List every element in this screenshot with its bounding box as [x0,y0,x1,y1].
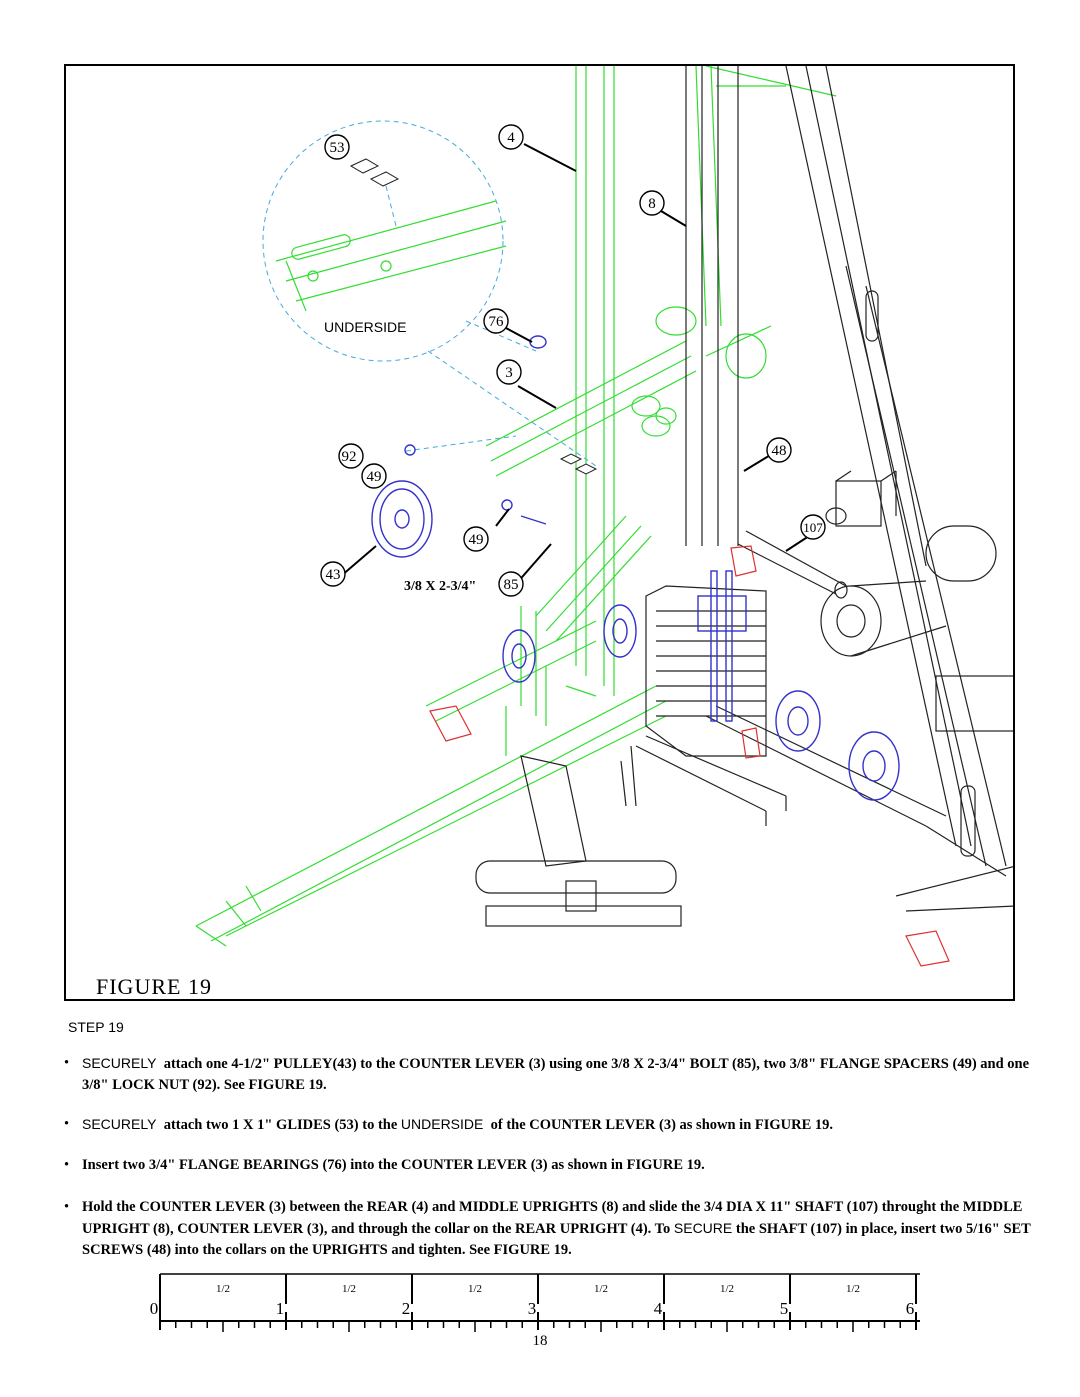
callout-43: 43 [326,567,341,583]
bullet-icon: • [64,1199,70,1215]
callout-107: 107 [803,520,823,535]
callout-53: 53 [330,140,345,156]
ruler-half-label: 1/2 [594,1283,608,1295]
instruction-3: • Insert two 3/4" FLANGE BEARINGS (76) i… [64,1155,1044,1176]
instruction-1: • SECURELY attach one 4-1/2" PULLEY(43) … [64,1053,1044,1096]
leader-lines [340,143,810,585]
underside-label: UNDERSIDE [324,319,406,335]
callout-49b: 49 [469,532,484,548]
callout-8: 8 [648,196,656,212]
underside-detail-lever [275,200,507,312]
page-number: 18 [532,1333,548,1349]
callout-92: 92 [342,449,357,465]
ruler-half-label: 1/2 [846,1283,860,1295]
instruction-2: • SECURELY attach two 1 X 1" GLIDES (53)… [64,1114,1044,1136]
callout-49a: 49 [367,469,382,485]
instruction-2-underside: UNDERSIDE [400,1116,484,1132]
underside-detail-circle [262,120,597,467]
ruler-number: 0 [150,1299,158,1318]
instruction-4-text-b: the SHAFT (107) in place, insert two 5/1… [82,1221,1031,1258]
ruler-half-label: 1/2 [468,1283,482,1295]
ruler-number: 1 [276,1299,285,1318]
assembly-drawing: 53 4 8 76 3 92 49 48 107 49 43 85 UNDERS… [195,66,1013,967]
callout-3: 3 [505,365,513,381]
instruction-2-lead: SECURELY [82,1116,157,1132]
ruler-number: 3 [528,1299,537,1318]
callout-numbers: 53 4 8 76 3 92 49 48 107 49 43 85 [326,130,824,593]
ruler-half-label: 1/2 [342,1283,356,1295]
callout-85: 85 [504,577,519,593]
floor-glides [429,545,950,967]
glide-pads [349,158,598,475]
ruler-number: 6 [906,1299,915,1318]
callout-circles [320,124,826,597]
measuring-ruler: 0 1/2 1 1/2 2 1/2 3 1/2 4 1/2 5 1/2 6 [150,1273,920,1332]
pulleys [371,335,900,801]
rear-upright-structure [475,66,1013,927]
instruction-4-text-a: Hold the COUNTER LEVER (3) between the R… [82,1199,1023,1237]
green-frame-structure [195,66,837,947]
bolt-size-label: 3/8 X 2-3/4" [404,579,476,594]
instruction-4: • Hold the COUNTER LEVER (3) between the… [64,1197,1044,1261]
figure-title: FIGURE 19 [96,974,212,999]
ruler-number: 5 [780,1299,789,1318]
ruler-number: 4 [654,1299,663,1318]
bullet-icon: • [64,1116,70,1132]
instruction-2-text-b: of the COUNTER LEVER (3) as shown in FIG… [490,1117,834,1133]
instruction-1-text: attach one 4-1/2" PULLEY(43) to the COUN… [82,1056,1030,1093]
callout-48: 48 [772,443,787,459]
callout-76: 76 [489,314,505,330]
instruction-2-text-a: attach two 1 X 1" GLIDES (53) to the [163,1117,398,1133]
ruler-half-label: 1/2 [720,1283,734,1295]
instruction-3-text: Insert two 3/4" FLANGE BEARINGS (76) int… [82,1157,705,1173]
step-label: STEP 19 [68,1019,124,1035]
ruler-half-label: 1/2 [216,1283,230,1295]
bullet-icon: • [64,1157,70,1173]
instruction-4-secure: SECURE [673,1220,733,1236]
figure-19-frame: 53 4 8 76 3 92 49 48 107 49 43 85 UNDERS… [64,64,1015,1001]
callout-4: 4 [507,130,515,146]
instruction-1-lead: SECURELY [82,1055,157,1071]
bullet-icon: • [64,1055,70,1071]
ruler-number: 2 [402,1299,411,1318]
